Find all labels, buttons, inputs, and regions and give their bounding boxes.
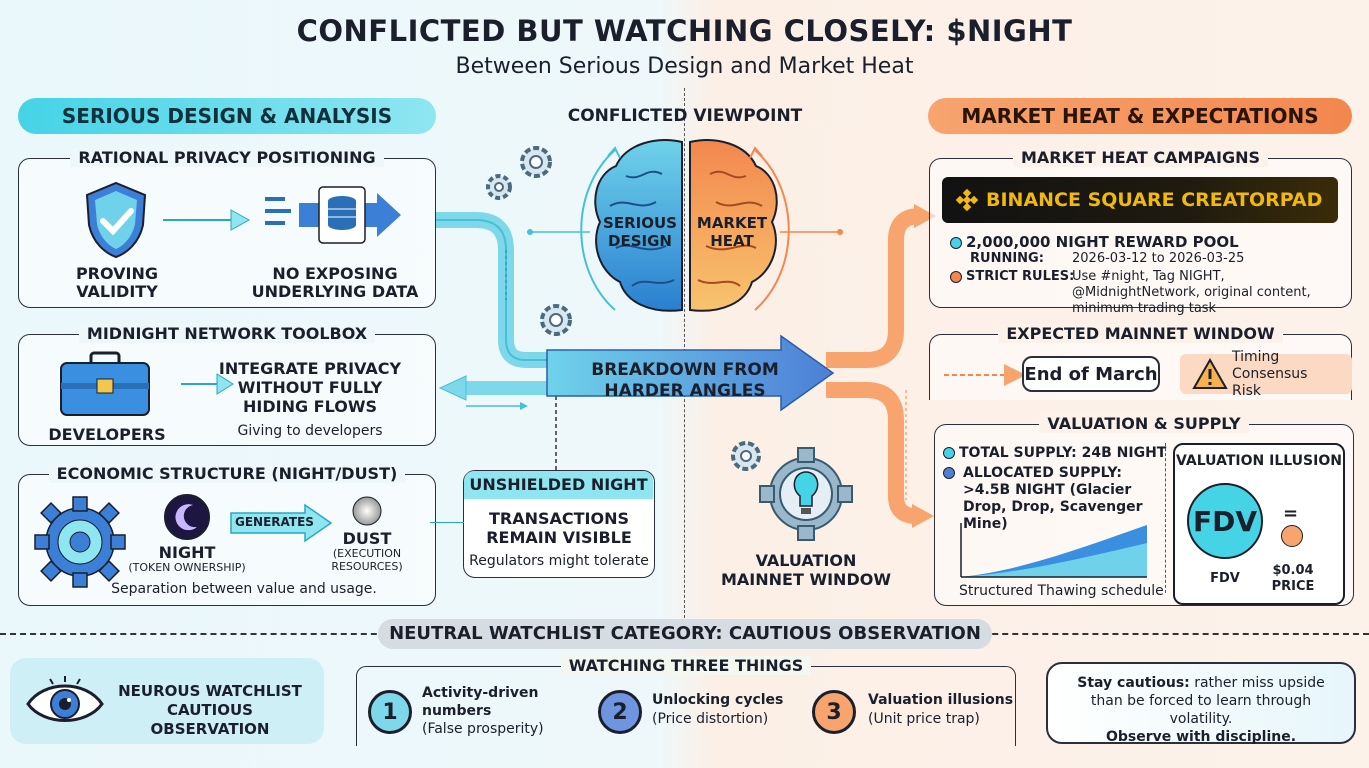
watch-item-1-sub: (False prosperity) (422, 721, 544, 737)
caution-text: rather miss upside than be forced to lea… (1090, 675, 1325, 727)
developers-label: DEVELOPERS (48, 425, 166, 444)
campaigns-title: MARKET HEAT CAMPAIGNS (1012, 148, 1269, 167)
rules-label: STRICT RULES: (950, 269, 1074, 284)
timing-risk-label: Timing Consensus Risk (1232, 348, 1308, 399)
no-exposing-label: NO EXPOSING UNDERLYING DATA (251, 264, 419, 301)
unshielded-panel: UNSHIELDED NIGHT TRANSACTIONS REMAIN VIS… (463, 470, 655, 578)
equals-sign: = (1283, 503, 1299, 524)
warning-icon (1192, 358, 1228, 389)
supply-title: VALUATION & SUPPLY (1039, 414, 1249, 433)
right-section-header: MARKET HEAT & EXPECTATIONS (928, 98, 1352, 134)
fdv-label: FDV (1210, 571, 1240, 586)
arrow-right-icon (163, 209, 251, 231)
total-supply: TOTAL SUPPLY: 24B NIGHT (943, 445, 1166, 461)
watch-item-2-number: 2 (598, 690, 642, 734)
gear-small-icon (540, 304, 572, 336)
economic-title: ECONOMIC STRUCTURE (NIGHT/DUST) (48, 464, 406, 483)
thawing-label: Structured Thawing schedule (959, 583, 1164, 599)
privacy-title: RATIONAL PRIVACY POSITIONING (70, 148, 384, 167)
dust-sphere-icon (352, 496, 382, 526)
conflict-arcs (527, 146, 843, 311)
end-of-march-badge: End of March (1022, 356, 1160, 392)
page-subtitle: Between Serious Design and Market Heat (455, 54, 914, 79)
rules-value: Use #night, Tag NIGHT, @MidnightNetwork,… (1072, 269, 1311, 316)
privacy-panel: RATIONAL PRIVACY POSITIONING PROVING VAL… (18, 148, 436, 308)
thawing-chart (960, 523, 1147, 578)
watch-item-1-number: 1 (368, 690, 412, 734)
watch-item-2-sub: (Price distortion) (652, 711, 769, 727)
page-title: CONFLICTED BUT WATCHING CLOSELY: $NIGHT (296, 14, 1073, 48)
unshielded-note: Regulators might tolerate (469, 553, 649, 569)
generates-label: GENERATES (235, 515, 314, 529)
binance-logo-icon (956, 189, 978, 211)
mainnet-title: EXPECTED MAINNET WINDOW (998, 324, 1283, 343)
flow-arrows (436, 204, 936, 528)
left-section-header: SERIOUS DESIGN & ANALYSIS (18, 98, 436, 134)
watch-item-1-title: Activity-driven numbers (422, 685, 539, 719)
mainnet-arrow (944, 364, 1026, 386)
database-icon (265, 186, 401, 244)
night-sub-label: (TOKEN OWNERSHIP) (128, 561, 246, 574)
valuation-gear-label: VALUATION MAINNET WINDOW (721, 551, 891, 589)
eye-watchlist-text: NEUROUS WATCHLIST CAUTIOUS OBSERVATION (118, 682, 302, 738)
economic-caption: Separation between value and usage. (111, 581, 377, 597)
caution-box: Stay cautious: rather miss upside than b… (1046, 662, 1356, 745)
binance-banner: BINANCE SQUARE CREATORPAD (942, 177, 1338, 223)
binance-banner-text: BINANCE SQUARE CREATORPAD (986, 189, 1323, 211)
breakdown-label: BREAKDOWN FROM HARDER ANGLES (591, 360, 779, 401)
unshielded-title: UNSHIELDED NIGHT (464, 471, 653, 499)
watch-item-2-title: Unlocking cycles (652, 692, 784, 708)
brain-left-label: SERIOUS DESIGN (603, 214, 677, 250)
night-token-icon (164, 494, 210, 540)
supply-divider (1165, 443, 1166, 593)
watch-item-3-sub: (Unit price trap) (868, 711, 980, 727)
proving-validity-label: PROVING VALIDITY (75, 264, 159, 301)
fdv-circle: FDV (1187, 483, 1263, 559)
watch-item-3-number: 3 (812, 690, 856, 734)
price-dot (1281, 525, 1303, 547)
dust-sub-label: (EXECUTION RESOURCES) (331, 547, 403, 573)
unshielded-body: TRANSACTIONS REMAIN VISIBLE (486, 509, 632, 547)
valuation-gear-icon (759, 447, 853, 541)
watch-item-3-title: Valuation illusions (868, 692, 1014, 708)
gear-icon (34, 496, 126, 588)
center-section-header: CONFLICTED VIEWPOINT (567, 106, 803, 126)
three-things-title: WATCHING THREE THINGS (356, 656, 1016, 675)
night-label: NIGHT (158, 543, 216, 562)
running-label: RUNNING: (970, 251, 1044, 266)
discipline-text: Observe with discipline. (1105, 729, 1297, 745)
reward-pool: 2,000,000 NIGHT REWARD POOL (950, 233, 1239, 251)
campaigns-panel: MARKET HEAT CAMPAIGNS BINANCE SQUARE CRE… (929, 148, 1352, 316)
supply-panel: VALUATION & SUPPLY TOTAL SUPPLY: 24B NIG… (934, 414, 1354, 606)
toolbox-icon (60, 351, 150, 416)
brain-icon (594, 139, 778, 312)
valuation-illusion-title: VALUATION ILLUSION (1176, 453, 1342, 469)
toolbox-title: MIDNIGHT NETWORK TOOLBOX (78, 324, 376, 343)
toolbox-panel: MIDNIGHT NETWORK TOOLBOX DEVELOPERS INTE… (18, 324, 436, 446)
integrate-privacy-label: INTEGRATE PRIVACY WITHOUT FULLY HIDING F… (218, 359, 402, 416)
eye-icon (26, 676, 104, 722)
gear-small-icon (731, 441, 761, 471)
price-label: $0.04 PRICE (1271, 563, 1315, 594)
breakdown-arrow (546, 334, 835, 412)
economic-panel: ECONOMIC STRUCTURE (NIGHT/DUST) NIGHT (T… (18, 464, 436, 606)
eye-watchlist-box: NEUROUS WATCHLIST CAUTIOUS OBSERVATION (10, 658, 324, 744)
running-value: 2026-03-12 to 2026-03-25 (1072, 251, 1245, 266)
generates-arrow (230, 503, 333, 543)
shield-icon (85, 181, 147, 259)
watchlist-banner: NEUTRAL WATCHLIST CATEGORY: CAUTIOUS OBS… (378, 619, 992, 649)
connector-line (430, 522, 464, 523)
gear-small-icon (520, 146, 552, 178)
dust-label: DUST (342, 529, 392, 548)
timing-risk-badge: Timing Consensus Risk (1180, 349, 1352, 399)
caution-bold: Stay cautious: (1077, 675, 1190, 691)
allocated-supply: ALLOCATED SUPPLY: >4.5B NIGHT (Glacier D… (963, 465, 1143, 532)
allocated-supply-dot (943, 465, 959, 481)
gear-small-icon (486, 174, 512, 200)
giving-developers-label: Giving to developers (237, 423, 383, 439)
valuation-illusion-box: VALUATION ILLUSION FDV = FDV $0.04 PRICE (1173, 443, 1345, 605)
arrow-right-icon (181, 373, 234, 395)
brain-right-label: MARKET HEAT (696, 214, 768, 250)
